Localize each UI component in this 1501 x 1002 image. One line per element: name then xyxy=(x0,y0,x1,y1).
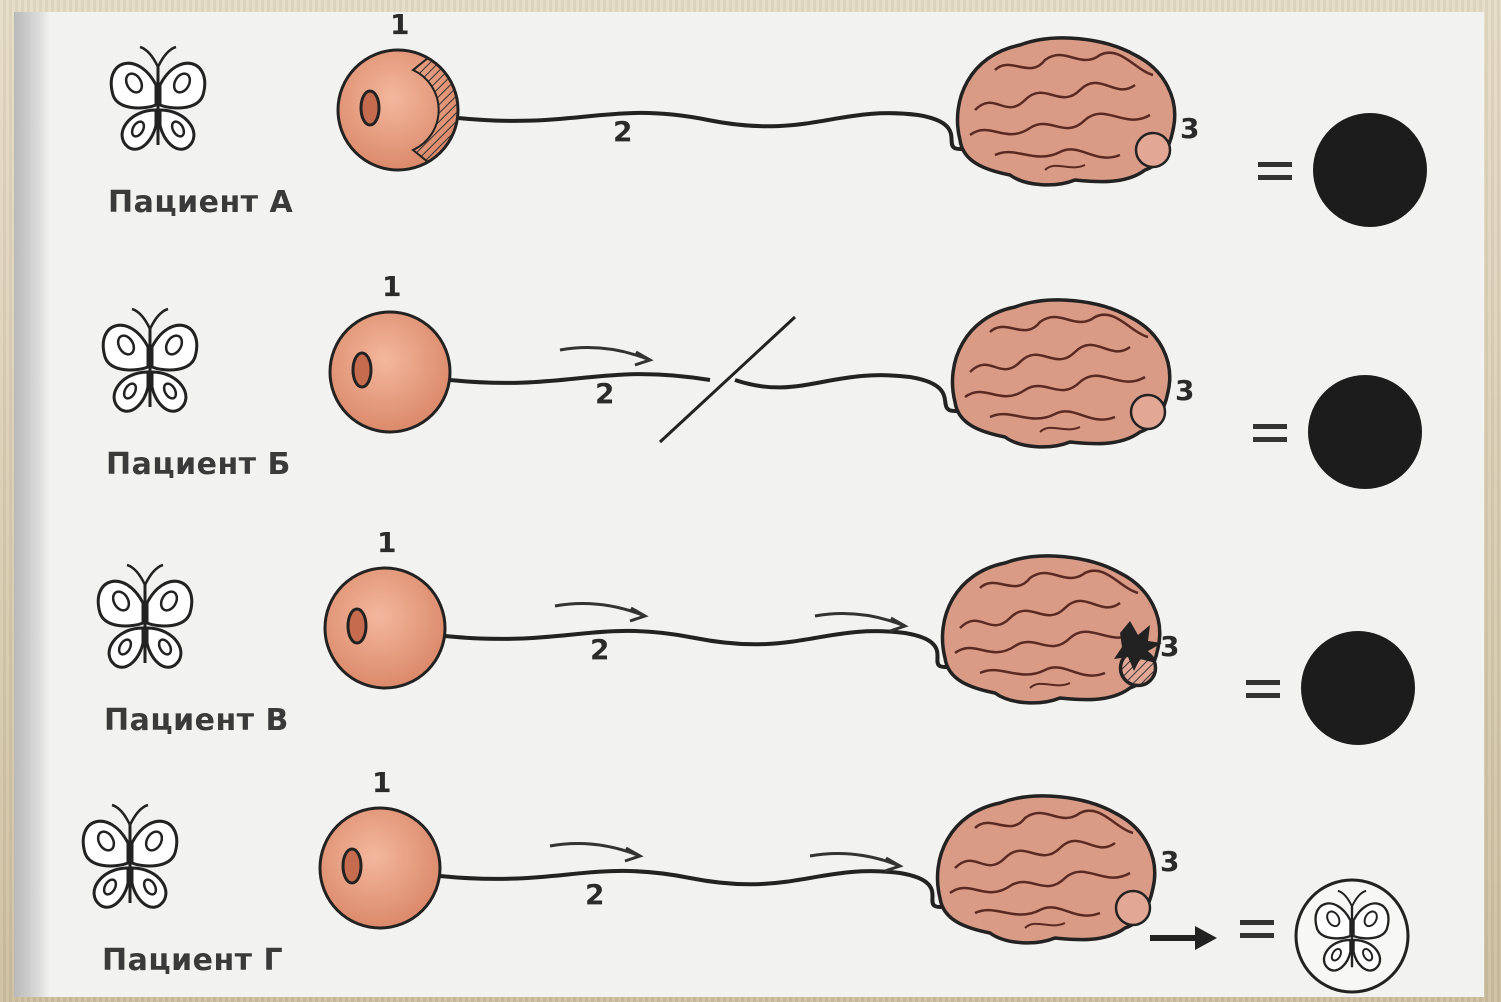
butterfly-object-icon xyxy=(111,47,205,149)
result-butterfly-image xyxy=(1296,880,1408,992)
signal-arrow xyxy=(810,854,900,871)
eye-icon xyxy=(320,808,440,928)
equals-sign-top xyxy=(1258,162,1292,167)
marker-nerve-2: 2 xyxy=(585,878,604,911)
signal-arrow xyxy=(550,844,640,861)
marker-eye-1: 1 xyxy=(377,526,396,559)
marker-eye-1: 1 xyxy=(382,270,401,303)
butterfly-object-icon xyxy=(98,565,192,667)
marker-cortex-3: 3 xyxy=(1175,374,1194,407)
marker-nerve-2: 2 xyxy=(595,377,614,410)
equals-sign-top xyxy=(1246,680,1280,685)
signal-arrow xyxy=(555,604,645,621)
signal-arrow xyxy=(815,614,905,631)
brain-icon xyxy=(938,796,1155,943)
marker-cortex-3: 3 xyxy=(1180,112,1199,145)
marker-eye-1: 1 xyxy=(372,766,391,799)
signal-arrow xyxy=(560,348,650,365)
marker-cortex-3: 3 xyxy=(1160,845,1179,878)
eye-icon xyxy=(325,568,445,688)
output-arrow-head xyxy=(1195,926,1217,950)
patient-row xyxy=(103,300,1422,489)
equals-sign-bottom xyxy=(1258,175,1292,180)
patient-label: Пациент В xyxy=(104,703,289,738)
optic-nerve-cut xyxy=(450,317,965,442)
marker-nerve-2: 2 xyxy=(613,115,632,148)
patient-label: Пациент Б xyxy=(106,447,291,482)
patient-row xyxy=(98,556,1415,745)
equals-sign-bottom xyxy=(1253,437,1287,442)
equals-sign-bottom xyxy=(1246,693,1280,698)
result-dark-circle xyxy=(1308,375,1422,489)
equals-sign-top xyxy=(1240,920,1274,925)
patient-label: Пациент Г xyxy=(102,943,283,978)
patient-row xyxy=(111,38,1427,227)
result-dark-circle xyxy=(1301,631,1415,745)
butterfly-object-icon xyxy=(83,805,177,907)
marker-nerve-2: 2 xyxy=(590,633,609,666)
equals-sign-top xyxy=(1253,424,1287,429)
optic-nerve xyxy=(458,113,970,149)
marker-eye-1: 1 xyxy=(390,8,409,41)
marker-cortex-3: 3 xyxy=(1160,630,1179,663)
optic-nerve xyxy=(440,871,950,907)
butterfly-object-icon xyxy=(103,309,197,411)
brain-icon xyxy=(958,38,1175,185)
eye-icon xyxy=(330,312,450,432)
patient-label: Пациент А xyxy=(108,185,293,220)
result-dark-circle xyxy=(1313,113,1427,227)
optic-nerve xyxy=(445,631,955,667)
brain-icon xyxy=(953,300,1170,447)
equals-sign-bottom xyxy=(1240,933,1274,938)
